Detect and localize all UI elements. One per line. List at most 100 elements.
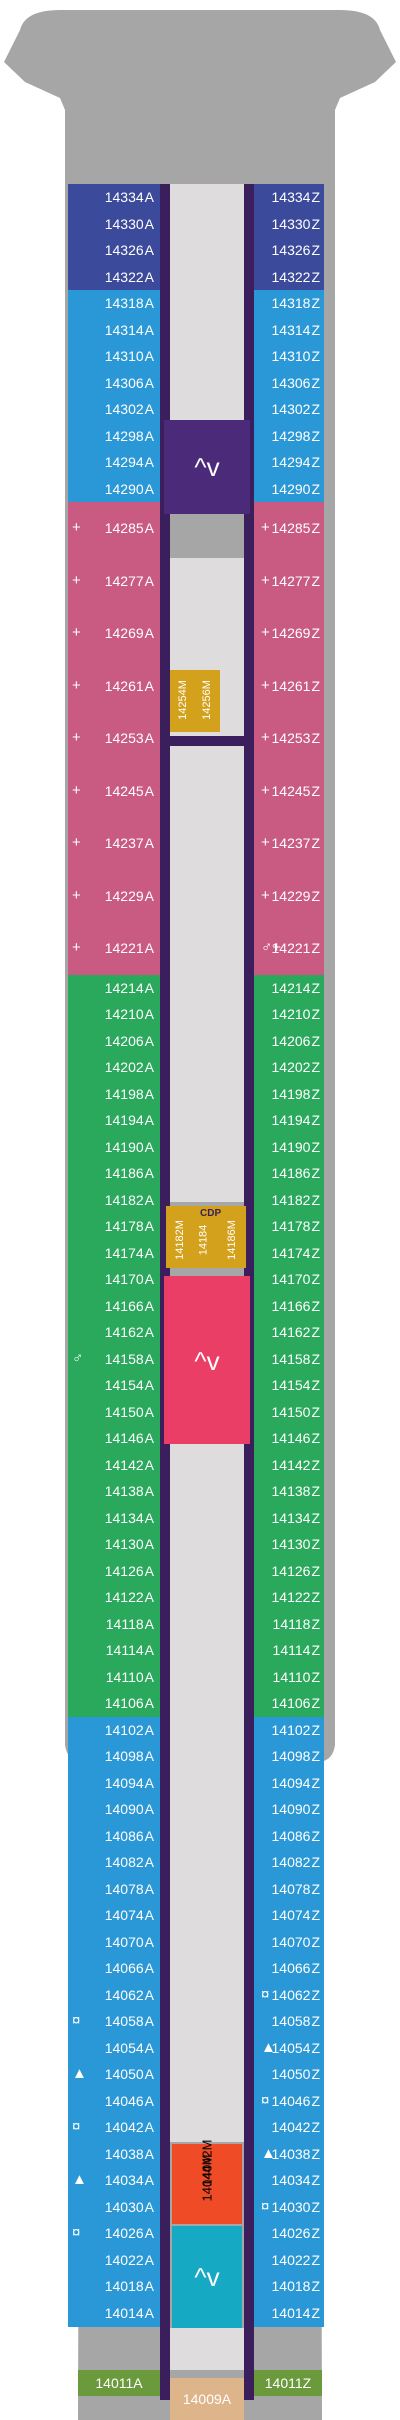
cabin-14106A[interactable]: 14106A — [68, 1690, 160, 1717]
cabin-14221A[interactable]: +14221A — [68, 922, 160, 975]
cabin-14202Z[interactable]: 14202Z — [254, 1054, 324, 1081]
cabin-14018Z[interactable]: 14018Z — [254, 2273, 324, 2300]
cabin-14114Z[interactable]: 14114Z — [254, 1637, 324, 1664]
cabin-14221Z[interactable]: ♂+14221Z — [254, 922, 324, 975]
cabin-14206Z[interactable]: 14206Z — [254, 1027, 324, 1055]
center-cabin-mid-center[interactable]: 14184 — [197, 1224, 210, 1256]
cabin-14170Z[interactable]: 14170Z — [254, 1266, 324, 1293]
cabin-14253A[interactable]: +14253A — [68, 712, 160, 765]
cabin-14306Z[interactable]: 14306Z — [254, 369, 324, 397]
cabin-14050Z[interactable]: 14050Z — [254, 2061, 324, 2088]
cabin-14306A[interactable]: 14306A — [68, 369, 160, 397]
cabin-14098A[interactable]: 14098A — [68, 1743, 160, 1770]
cabin-14174Z[interactable]: 14174Z — [254, 1239, 324, 1267]
cabin-14162A[interactable]: 14162A — [68, 1319, 160, 1346]
cabin-14261A[interactable]: +14261A — [68, 659, 160, 713]
cabin-14178Z[interactable]: 14178Z — [254, 1213, 324, 1240]
cabin-14090Z[interactable]: 14090Z — [254, 1796, 324, 1823]
cabin-14138A[interactable]: 14138A — [68, 1478, 160, 1505]
cabin-14330A[interactable]: 14330A — [68, 210, 160, 238]
cabin-14094Z[interactable]: 14094Z — [254, 1769, 324, 1797]
cabin-14038A[interactable]: 14038A — [68, 2140, 160, 2168]
cabin-14302Z[interactable]: 14302Z — [254, 396, 324, 423]
cabin-14245Z[interactable]: +14245Z — [254, 764, 324, 818]
cabin-14126Z[interactable]: 14126Z — [254, 1557, 324, 1585]
cabin-14134A[interactable]: 14134A — [68, 1504, 160, 1532]
bottom-cabin-right[interactable]: 14011Z — [254, 2370, 322, 2396]
cabin-14178A[interactable]: 14178A — [68, 1213, 160, 1240]
cabin-14042A[interactable]: ¤14042A — [68, 2114, 160, 2141]
cabin-14198Z[interactable]: 14198Z — [254, 1080, 324, 1108]
cabin-14026A[interactable]: ¤14026A — [68, 2220, 160, 2247]
cabin-14102A[interactable]: 14102A — [68, 1716, 160, 1744]
cabin-14126A[interactable]: 14126A — [68, 1557, 160, 1585]
cabin-14269Z[interactable]: +14269Z — [254, 607, 324, 660]
cabin-14086Z[interactable]: 14086Z — [254, 1822, 324, 1850]
cabin-14310A[interactable]: 14310A — [68, 343, 160, 370]
cabin-14150A[interactable]: 14150A — [68, 1398, 160, 1426]
cabin-14146Z[interactable]: 14146Z — [254, 1425, 324, 1452]
cabin-14082Z[interactable]: 14082Z — [254, 1849, 324, 1876]
cabin-14158A[interactable]: ♂14158A — [68, 1345, 160, 1373]
cabin-14122Z[interactable]: 14122Z — [254, 1584, 324, 1611]
cabin-14018A[interactable]: 14018A — [68, 2273, 160, 2300]
cabin-14090A[interactable]: 14090A — [68, 1796, 160, 1823]
cabin-14237A[interactable]: +14237A — [68, 817, 160, 870]
cabin-14070A[interactable]: 14070A — [68, 1928, 160, 1956]
cabin-14318A[interactable]: 14318A — [68, 290, 160, 317]
elevator-middle[interactable]: ^v — [164, 1276, 250, 1444]
cabin-14285Z[interactable]: +14285Z — [254, 502, 324, 555]
cabin-14290Z[interactable]: 14290Z — [254, 475, 324, 503]
cabin-14130A[interactable]: 14130A — [68, 1531, 160, 1558]
cabin-14334Z[interactable]: 14334Z — [254, 184, 324, 211]
cabin-14314A[interactable]: 14314A — [68, 316, 160, 344]
cabin-14214A[interactable]: 14214A — [68, 974, 160, 1002]
cabin-14058A[interactable]: ¤14058A — [68, 2008, 160, 2035]
cabin-14106Z[interactable]: 14106Z — [254, 1690, 324, 1717]
cabin-14237Z[interactable]: +14237Z — [254, 817, 324, 870]
bottom-cabin-center[interactable]: 14009A — [170, 2378, 244, 2420]
cabin-14310Z[interactable]: 14310Z — [254, 343, 324, 370]
cabin-14146A[interactable]: 14146A — [68, 1425, 160, 1452]
cabin-14110A[interactable]: 14110A — [68, 1663, 160, 1691]
elevator-aft[interactable]: ^v — [172, 2226, 242, 2328]
bottom-cabin-left[interactable]: 14011A — [78, 2370, 160, 2396]
cabin-14202A[interactable]: 14202A — [68, 1054, 160, 1081]
cabin-14014A[interactable]: 14014A — [68, 2299, 160, 2327]
cabin-14269A[interactable]: +14269A — [68, 607, 160, 660]
cabin-14154Z[interactable]: 14154Z — [254, 1372, 324, 1399]
cabin-14182A[interactable]: 14182A — [68, 1186, 160, 1214]
cabin-14078A[interactable]: 14078A — [68, 1875, 160, 1903]
center-cabin-upper-left[interactable]: 14254M — [176, 680, 189, 720]
cabin-14166A[interactable]: 14166A — [68, 1292, 160, 1320]
cabin-14253Z[interactable]: +14253Z — [254, 712, 324, 765]
cabin-14034Z[interactable]: 14034Z — [254, 2167, 324, 2194]
cabin-14014Z[interactable]: 14014Z — [254, 2299, 324, 2327]
cabin-14214Z[interactable]: 14214Z — [254, 974, 324, 1002]
cabin-14138Z[interactable]: 14138Z — [254, 1478, 324, 1505]
cabin-14294A[interactable]: 14294A — [68, 449, 160, 476]
cabin-14062A[interactable]: 14062A — [68, 1981, 160, 2009]
cabin-14277Z[interactable]: +14277Z — [254, 554, 324, 608]
center-cabin-mid-right[interactable]: 14186M — [225, 1220, 238, 1260]
cabin-14054Z[interactable]: ▲14054Z — [254, 2034, 324, 2062]
cabin-14334A[interactable]: 14334A — [68, 184, 160, 211]
cabin-14074A[interactable]: 14074A — [68, 1902, 160, 1929]
center-cabin-lower-right[interactable]: 14044M — [199, 2154, 215, 2202]
cabin-14190A[interactable]: 14190A — [68, 1133, 160, 1161]
cabin-14022Z[interactable]: 14022Z — [254, 2246, 324, 2274]
cabin-14030Z[interactable]: ¤14030Z — [254, 2193, 324, 2221]
cabin-14150Z[interactable]: 14150Z — [254, 1398, 324, 1426]
cabin-14190Z[interactable]: 14190Z — [254, 1133, 324, 1161]
cabin-14042Z[interactable]: 14042Z — [254, 2114, 324, 2141]
center-cabin-upper-right[interactable]: 14256M — [200, 680, 213, 720]
cabin-14094A[interactable]: 14094A — [68, 1769, 160, 1797]
elevator-upper[interactable]: ^v — [164, 420, 250, 514]
cabin-14290A[interactable]: 14290A — [68, 475, 160, 503]
cabin-14186A[interactable]: 14186A — [68, 1160, 160, 1187]
cabin-14086A[interactable]: 14086A — [68, 1822, 160, 1850]
cabin-14314Z[interactable]: 14314Z — [254, 316, 324, 344]
cabin-14102Z[interactable]: 14102Z — [254, 1716, 324, 1744]
cabin-14082A[interactable]: 14082A — [68, 1849, 160, 1876]
center-cabin-mid-left[interactable]: 14182M — [173, 1220, 186, 1260]
